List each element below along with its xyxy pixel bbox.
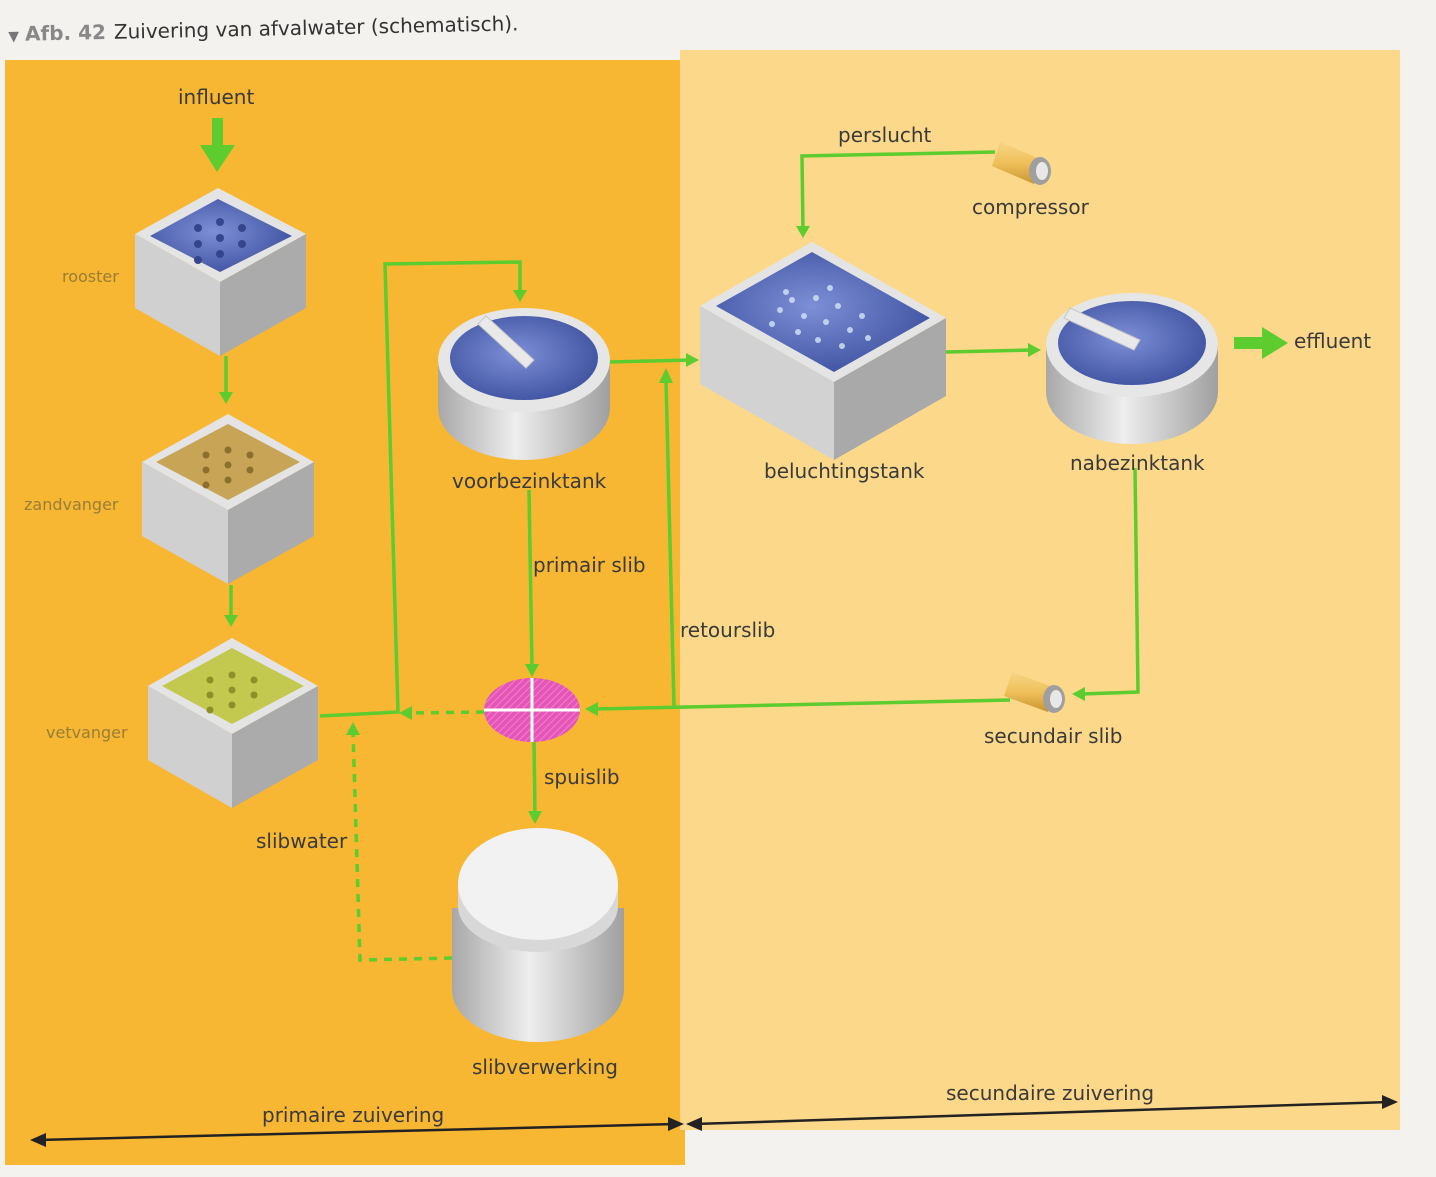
label-primair-slib: primair slib [533, 553, 646, 577]
label-secundaire-zuivering: secundaire zuivering [946, 1081, 1154, 1105]
arrow-perslucht [796, 150, 996, 238]
label-zandvanger: zandvanger [24, 495, 119, 514]
voorbezinktank [438, 308, 610, 460]
arrow-rooster-zandvanger [219, 356, 233, 404]
nabezinktank [1046, 293, 1218, 444]
pump-icon [1004, 672, 1065, 713]
arrow-beluchting-nabezink [945, 343, 1041, 357]
secondary-section-arrow [686, 1095, 1398, 1131]
label-slibwater: slibwater [256, 829, 348, 853]
label-compressor: compressor [972, 195, 1090, 219]
label-spuislib: spuislib [544, 765, 620, 789]
label-nabezinktank: nabezinktank [1070, 451, 1205, 475]
rooster-tank [135, 188, 306, 356]
label-slibverwerking: slibverwerking [472, 1055, 618, 1079]
arrow-retourslib [659, 368, 676, 707]
effluent-arrow [1234, 327, 1288, 359]
label-perslucht: perslucht [838, 123, 932, 147]
label-secundair-slib: secundair slib [984, 724, 1122, 748]
arrow-zandvanger-vetvanger [224, 585, 238, 627]
arrow-secundair-slib [585, 467, 1140, 716]
slibverwerking-tank [452, 828, 624, 1042]
arrow-slibwater-dashed [346, 722, 453, 962]
label-voorbezinktank: voorbezinktank [452, 469, 607, 493]
arrow-voorbezink-beluchting [607, 353, 699, 367]
primary-section-arrow [30, 1117, 684, 1147]
slib-valve-icon [484, 678, 580, 742]
arrow-primair-slib [525, 489, 539, 677]
label-primaire-zuivering: primaire zuivering [262, 1103, 444, 1127]
compressor-icon [992, 142, 1051, 185]
label-effluent: effluent [1294, 329, 1371, 353]
label-influent: influent [178, 85, 254, 109]
arrow-vetvanger-voorbezinktank [319, 260, 527, 718]
arrow-spuislib [528, 741, 542, 824]
arrow-valve-left-dashed [399, 706, 485, 720]
vetvanger-tank [148, 638, 318, 808]
label-retourslib: retourslib [680, 618, 775, 642]
label-rooster: rooster [62, 267, 119, 286]
influent-arrow [200, 118, 235, 172]
beluchtingstank [700, 242, 946, 460]
label-beluchtingstank: beluchtingstank [764, 459, 925, 483]
label-vetvanger: vetvanger [46, 723, 128, 742]
zandvanger-tank [142, 414, 314, 584]
